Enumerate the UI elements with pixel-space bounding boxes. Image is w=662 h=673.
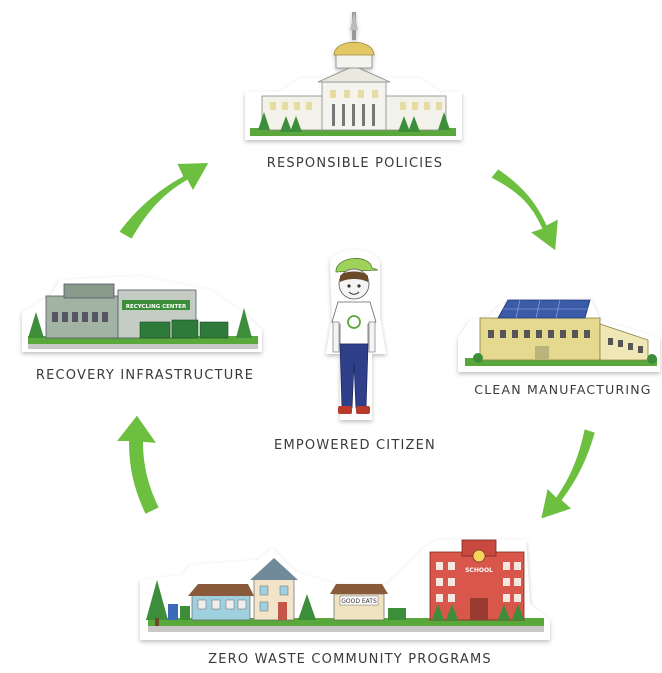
school-sign: SCHOOL bbox=[465, 567, 493, 574]
label-responsible-policies: RESPONSIBLE POLICIES bbox=[266, 156, 444, 171]
tree-icon bbox=[298, 594, 316, 620]
citizen-figure-illustration bbox=[326, 249, 386, 420]
arrow-recovery-to-policies bbox=[116, 160, 212, 242]
capitol-building-illustration bbox=[245, 12, 462, 140]
label-clean-manufacturing: CLEAN MANUFACTURING bbox=[474, 382, 652, 397]
school-clock-icon bbox=[472, 549, 486, 563]
recycling-center-illustration: RECYCLING CENTER bbox=[22, 276, 262, 352]
arrow-community-to-recovery bbox=[112, 412, 162, 517]
tree-icon bbox=[146, 580, 168, 620]
community-street-illustration: GOOD EATS SCHOOL bbox=[140, 539, 550, 640]
label-empowered-citizen: EMPOWERED CITIZEN bbox=[274, 438, 436, 453]
arrow-policies-to-manufacturing bbox=[488, 166, 561, 254]
tree-icon bbox=[236, 308, 252, 338]
label-zero-waste-community-programs: ZERO WASTE COMMUNITY PROGRAMS bbox=[208, 652, 492, 667]
tree-icon bbox=[28, 312, 44, 338]
recycle-logo-icon bbox=[347, 315, 361, 329]
cycle-arrows bbox=[112, 160, 598, 522]
arrow-manufacturing-to-community bbox=[538, 426, 598, 522]
compost-bin-icon bbox=[180, 606, 190, 620]
factory-illustration bbox=[458, 298, 660, 372]
recycling-center-sign: RECYCLING CENTER bbox=[126, 304, 187, 310]
shop-sign: GOOD EATS bbox=[341, 598, 377, 605]
label-recovery-infrastructure: RECOVERY INFRASTRUCTURE bbox=[35, 368, 255, 383]
recycling-bin-icon bbox=[168, 604, 178, 620]
cap-icon bbox=[335, 258, 379, 273]
